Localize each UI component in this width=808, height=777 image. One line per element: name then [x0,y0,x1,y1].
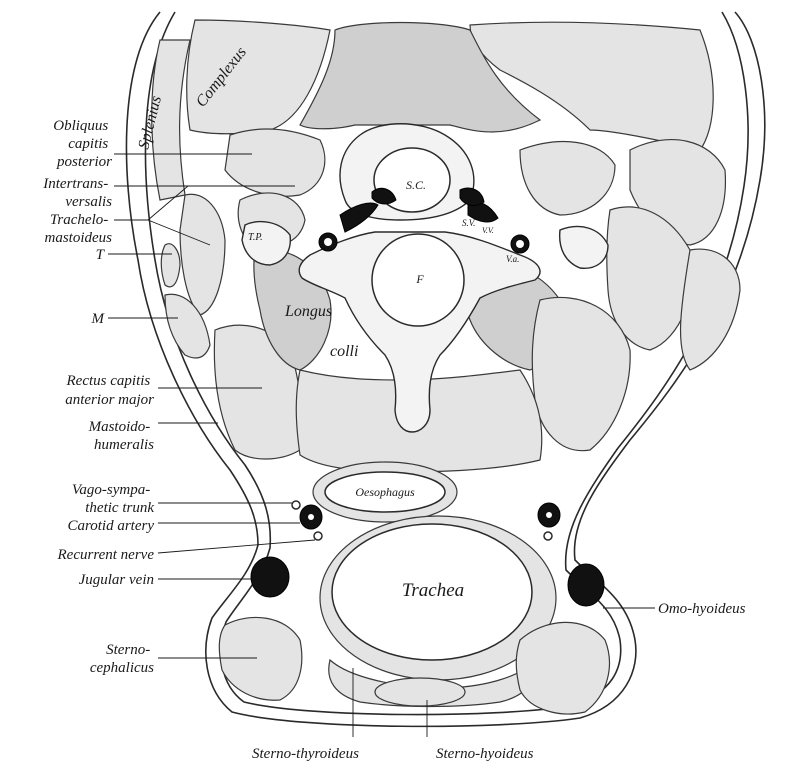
transverse-process-left [241,220,292,266]
viscera [218,461,611,715]
complexus-muscle [186,19,331,135]
transverse-process-right [558,225,609,269]
label-jugular: Jugular vein [79,572,154,588]
label-sternothyroideus: Sterno-thyroideus [252,746,359,762]
label-rectus: Rectus capitis anterior major [65,373,154,408]
obliquus-right-muscle [519,140,616,216]
ligamentum-nuchae [299,21,542,133]
label-vv: V.V. [482,226,494,235]
label-sc: S.C. [406,178,426,192]
sternohyoideus-muscle [374,677,466,707]
vago-trunk-left [291,500,301,510]
obliquus-muscle [224,128,326,197]
label-vago: Vago-sympa- thetic trunk [72,482,154,516]
trachelomastoideus-muscle [179,193,226,316]
label-omohyoideus: Omo-hyoideus [658,601,746,617]
label-tp: T.P. [248,232,263,243]
label-oesophagus: Oesophagus [355,485,415,499]
vertebral-vein-right-2 [459,187,485,206]
label-sternocephalicus: Sterno- cephalicus [90,642,154,676]
recurrent-nerve-right [543,531,553,541]
right-rectus-muscle [531,296,631,452]
label-recurrent: Recurrent nerve [57,547,155,563]
sternocephalicus-left [218,616,303,701]
t-muscle [160,243,181,288]
label-longus: Longus [284,303,332,320]
labels-bottom: Sterno-thyroideus Sterno-hyoideus [252,746,534,762]
label-va: V.a. [506,254,519,264]
label-t: T [96,247,106,263]
label-intertransversalis: Intertrans- versalis [42,176,112,210]
body-outline [125,11,766,728]
recurrent-nerve-left [313,531,323,541]
foramen-circle [371,233,465,327]
label-trachelomastoideus: Trachelo- mastoideus [45,212,113,246]
labels-right: Omo-hyoideus [658,601,746,617]
vertebral-body [298,231,541,433]
leader-lines [108,153,655,737]
m-muscle [164,293,211,359]
label-f: F [415,272,424,286]
label-colli: colli [330,343,358,360]
labels-left: Obliquus capitis posterior Intertrans- v… [42,118,154,676]
oesophagus-inner [324,471,446,513]
label-mastoidohumeralis: Mastoido- humeralis [88,419,155,453]
label-carotid: Carotid artery [67,518,154,534]
label-sternohyoideus: Sterno-hyoideus [436,746,534,762]
dorsal-muscles [151,19,741,371]
vertebra [241,123,609,433]
sternocephalicus-right [515,621,611,715]
vertebral-vein-left-2 [371,187,397,205]
neurovascular [250,500,605,607]
label-m: M [91,311,106,327]
label-trachea: Trachea [402,580,464,601]
label-obliquus: Obliquus capitis posterior [53,118,112,170]
jugular-vein-right [567,563,605,607]
right-lateral-muscle-2 [679,248,741,371]
vertebral-vein-left [339,202,379,233]
jugular-vein-left [250,556,290,598]
label-sv: S.V. [462,218,476,228]
trachea-lumen [331,523,533,661]
right-lateral-muscle [606,206,694,351]
